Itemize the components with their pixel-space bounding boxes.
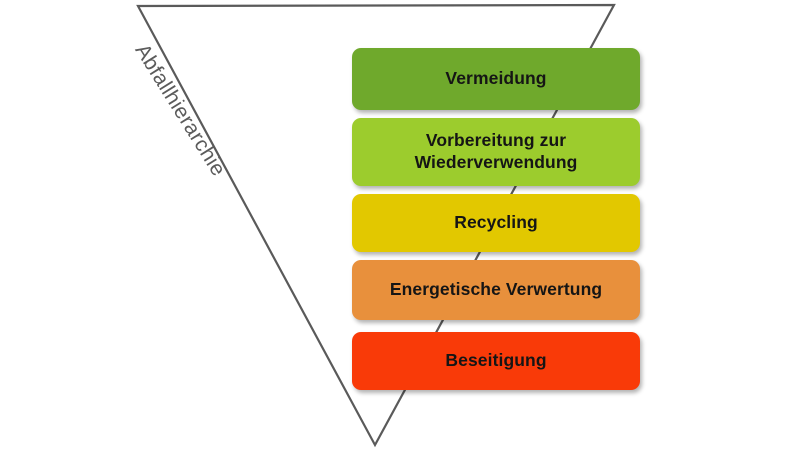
hierarchy-level-label: Recycling [454,212,538,233]
hierarchy-level-label: Beseitigung [445,350,547,371]
hierarchy-level-2[interactable]: Vorbereitung zur Wiederverwendung [352,118,640,186]
hierarchy-level-1[interactable]: Vermeidung [352,48,640,110]
hierarchy-level-label: Energetische Verwertung [389,279,603,300]
hierarchy-level-4[interactable]: Energetische Verwertung [352,260,640,320]
hierarchy-level-label: Vorbereitung zur Wiederverwendung [414,130,578,172]
hierarchy-level-5[interactable]: Beseitigung [352,332,640,390]
hierarchy-level-label: Vermeidung [445,68,547,89]
hierarchy-level-3[interactable]: Recycling [352,194,640,252]
